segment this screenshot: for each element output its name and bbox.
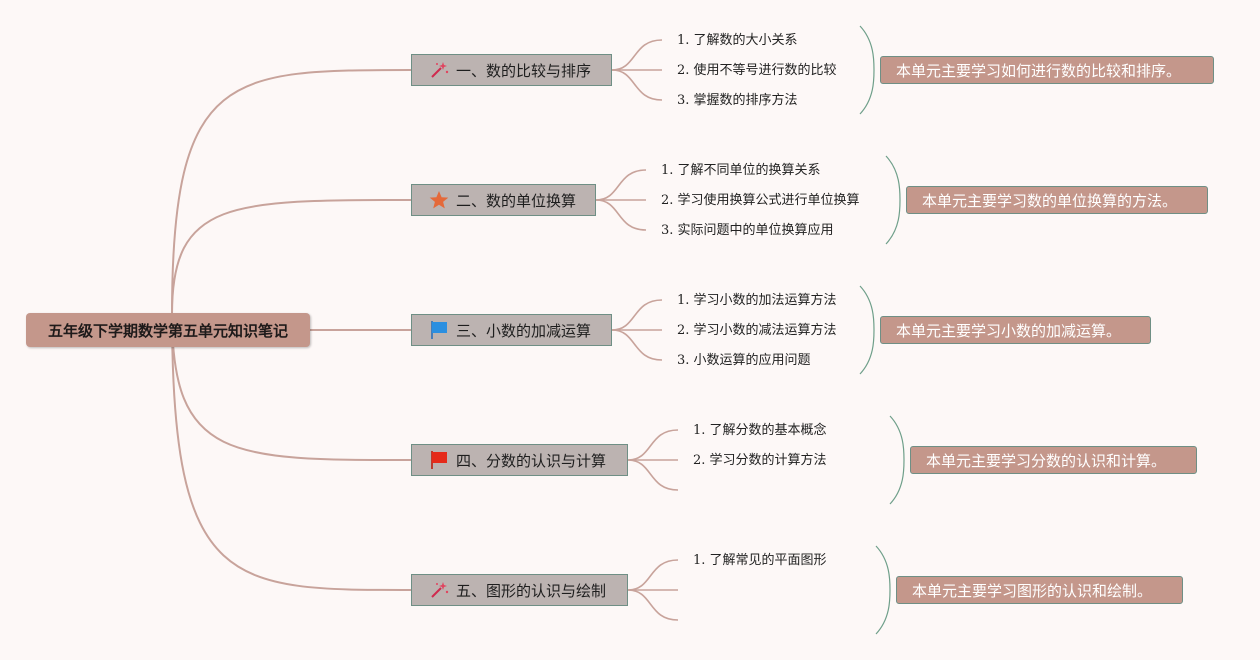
root-branch-line: [171, 69, 412, 315]
sub-item[interactable]: 3. 掌握数的排序方法: [677, 93, 798, 108]
summary-box[interactable]: 本单元主要学习数的单位换算的方法。: [906, 186, 1208, 214]
topic-branch-line: [595, 199, 647, 231]
topic-branch-line: [611, 39, 663, 71]
sub-item[interactable]: 1. 了解常见的平面图形: [693, 553, 827, 568]
orange-star-icon: [428, 190, 450, 210]
summary-bracket: [875, 545, 891, 635]
sub-item[interactable]: 2. 使用不等号进行数的比较: [677, 63, 837, 78]
summary-text: 本单元主要学习如何进行数的比较和排序。: [896, 61, 1182, 80]
summary-box[interactable]: 本单元主要学习图形的认识和绘制。: [896, 576, 1183, 604]
topic-branch-line: [627, 559, 679, 591]
topic-label: 三、小数的加减运算: [456, 321, 592, 340]
summary-bracket: [859, 285, 875, 375]
summary-bracket: [885, 155, 901, 245]
blue-flag-icon: [428, 320, 450, 340]
topic-node-2[interactable]: 二、数的单位换算: [411, 184, 596, 216]
summary-text: 本单元主要学习分数的认识和计算。: [926, 451, 1167, 470]
summary-bracket: [889, 415, 905, 505]
topic-label: 四、分数的认识与计算: [456, 451, 607, 470]
sub-item[interactable]: 1. 了解不同单位的换算关系: [661, 163, 821, 178]
sub-item[interactable]: 3. 小数运算的应用问题: [677, 353, 811, 368]
topic-branch-line: [627, 589, 679, 621]
topic-branch-line: [611, 329, 663, 361]
root-branch-line: [171, 313, 412, 591]
summary-text: 本单元主要学习小数的加减运算。: [896, 321, 1122, 340]
topic-node-5[interactable]: 五、图形的认识与绘制: [411, 574, 628, 606]
topic-label: 五、图形的认识与绘制: [456, 581, 607, 600]
summary-text: 本单元主要学习数的单位换算的方法。: [922, 191, 1178, 210]
summary-bracket: [859, 25, 875, 115]
sub-item[interactable]: 1. 了解分数的基本概念: [693, 423, 827, 438]
sub-item[interactable]: 1. 了解数的大小关系: [677, 33, 798, 48]
sparkle-wand-icon: [428, 60, 450, 80]
topic-label: 一、数的比较与排序: [456, 61, 592, 80]
topic-branch-line: [627, 429, 679, 461]
sub-item[interactable]: 2. 学习小数的减法运算方法: [677, 323, 837, 338]
topic-branch-line: [611, 299, 663, 331]
sub-item[interactable]: 1. 学习小数的加法运算方法: [677, 293, 837, 308]
topic-label: 二、数的单位换算: [456, 191, 577, 210]
root-label: 五年级下学期数学第五单元知识笔记: [47, 321, 288, 340]
topic-branch-line: [595, 169, 647, 201]
topic-node-3[interactable]: 三、小数的加减运算: [411, 314, 612, 346]
root-branch-line: [171, 313, 412, 461]
summary-text: 本单元主要学习图形的认识和绘制。: [912, 581, 1153, 600]
summary-box[interactable]: 本单元主要学习如何进行数的比较和排序。: [880, 56, 1214, 84]
sub-item[interactable]: 2. 学习分数的计算方法: [693, 453, 827, 468]
sparkle-wand-icon: [428, 580, 450, 600]
topic-node-1[interactable]: 一、数的比较与排序: [411, 54, 612, 86]
sub-item[interactable]: 2. 学习使用换算公式进行单位换算: [661, 193, 860, 208]
summary-box[interactable]: 本单元主要学习分数的认识和计算。: [910, 446, 1197, 474]
topic-branch-line: [627, 459, 679, 491]
summary-box[interactable]: 本单元主要学习小数的加减运算。: [880, 316, 1151, 344]
topic-branch-line: [611, 69, 663, 101]
root-branch-line: [171, 199, 412, 315]
red-flag-icon: [428, 450, 450, 470]
topic-node-4[interactable]: 四、分数的认识与计算: [411, 444, 628, 476]
root-node[interactable]: 五年级下学期数学第五单元知识笔记: [26, 313, 310, 347]
sub-item[interactable]: 3. 实际问题中的单位换算应用: [661, 223, 834, 238]
